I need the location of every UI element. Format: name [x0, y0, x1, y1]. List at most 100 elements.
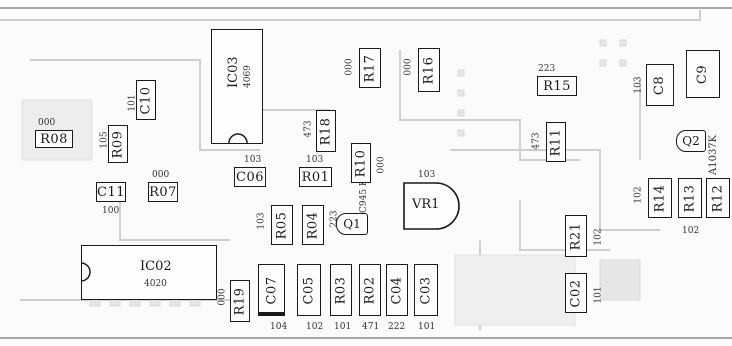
r01-label: R01: [301, 169, 330, 185]
c06-note: 103: [244, 155, 262, 165]
q1-part: C945 K: [359, 179, 369, 213]
q1: Q1: [336, 213, 368, 235]
c03-label: C03: [418, 276, 434, 304]
r04-label: R04: [305, 211, 321, 239]
ic02-part: 4020: [144, 279, 167, 289]
r07-label: R07: [149, 184, 177, 200]
r17-note: 000: [344, 58, 355, 76]
c11-label: C11: [97, 184, 125, 200]
c10-label: C10: [138, 86, 154, 114]
c04: C04: [386, 264, 408, 316]
r19-note: 000: [217, 288, 228, 306]
ic03-ref: IC03: [226, 56, 241, 88]
r02-note: 471: [362, 322, 380, 332]
r19-label: R19: [232, 287, 248, 315]
r05: R05: [271, 205, 293, 245]
r13-label: R13: [682, 184, 698, 212]
r09-note: 105: [99, 131, 110, 149]
r15: R15: [537, 76, 577, 96]
r21-note: 102: [593, 228, 604, 246]
r03-label: R03: [333, 276, 349, 304]
r17: R17: [359, 48, 381, 88]
r10-label: R10: [353, 149, 369, 177]
r08-note: 000: [38, 118, 56, 128]
r21-label: R21: [568, 222, 584, 250]
q2: Q2: [676, 130, 706, 152]
r16-label: R16: [421, 56, 437, 84]
r19: R19: [230, 280, 250, 322]
r16-note: 000: [403, 58, 414, 76]
r07-note: 000: [152, 170, 170, 180]
q2-part: A1037K: [708, 134, 719, 175]
r01: R01: [299, 167, 332, 187]
r08: R08: [35, 130, 73, 148]
vr1-note: 103: [418, 170, 436, 180]
c08-note: 103: [633, 76, 644, 94]
c07-note: 104: [270, 322, 288, 332]
c10-note: 101: [127, 94, 138, 112]
r04: R04: [302, 205, 324, 245]
r02: R02: [359, 264, 381, 316]
r12-label: R12: [710, 184, 726, 212]
c03-note: 101: [418, 322, 436, 332]
ic03: IC03 4069: [211, 29, 263, 144]
c04-note: 222: [388, 322, 406, 332]
r03-note: 101: [334, 322, 352, 332]
c07-band: [258, 312, 285, 316]
c11-note: 100: [102, 206, 120, 216]
ic02: IC02 4020: [81, 245, 217, 300]
c02: C02: [565, 273, 587, 313]
c04-label: C04: [389, 276, 405, 304]
c11: C11: [96, 182, 126, 202]
r18: R18: [316, 110, 336, 152]
r10-note: 000: [376, 156, 387, 174]
c05-label: C05: [301, 276, 317, 304]
c02-note: 101: [593, 286, 604, 304]
r14-note: 102: [633, 186, 644, 204]
r07: R07: [148, 182, 178, 202]
c08: C8: [646, 64, 674, 106]
r10: R10: [351, 143, 371, 183]
q1-label: Q1: [343, 217, 361, 231]
r13: R13: [678, 178, 702, 218]
vr1-body: [403, 182, 460, 230]
r04-note: 223: [329, 210, 340, 228]
r11-note: 473: [531, 132, 542, 150]
r14-label: R14: [652, 184, 668, 212]
r11-label: R11: [548, 128, 564, 156]
r14: R14: [648, 178, 672, 218]
c06-label: C06: [236, 169, 264, 185]
c10: C10: [136, 80, 156, 120]
r03: R03: [330, 264, 352, 316]
r15-note: 223: [538, 64, 556, 74]
r01-note: 103: [306, 155, 324, 165]
r18-note: 473: [303, 120, 314, 138]
c05: C05: [297, 264, 321, 316]
r02-label: R02: [362, 276, 378, 304]
c09-label: C9: [695, 64, 711, 84]
r13-note: 102: [682, 226, 700, 236]
r17-label: R17: [362, 54, 378, 82]
r09: R09: [108, 125, 128, 163]
r05-label: R05: [274, 211, 290, 239]
q2-label: Q2: [682, 134, 700, 148]
c08-label: C8: [652, 75, 668, 95]
c02-label: C02: [568, 279, 584, 307]
r05-note: 103: [256, 212, 267, 230]
r18-label: R18: [318, 117, 334, 145]
r11: R11: [546, 122, 566, 162]
c03: C03: [414, 264, 438, 316]
ic02-notch: [81, 262, 91, 282]
r15-label: R15: [543, 78, 571, 94]
vr1-label: VR1: [412, 197, 440, 212]
ic02-ref: IC02: [140, 259, 172, 274]
r12: R12: [706, 178, 730, 218]
r08-label: R08: [40, 131, 68, 147]
c07-label: C07: [264, 276, 279, 304]
r21: R21: [565, 215, 587, 257]
c09: C9: [686, 50, 720, 98]
ic03-notch: [228, 133, 248, 143]
r09-label: R09: [110, 130, 126, 158]
c06: C06: [234, 167, 266, 187]
